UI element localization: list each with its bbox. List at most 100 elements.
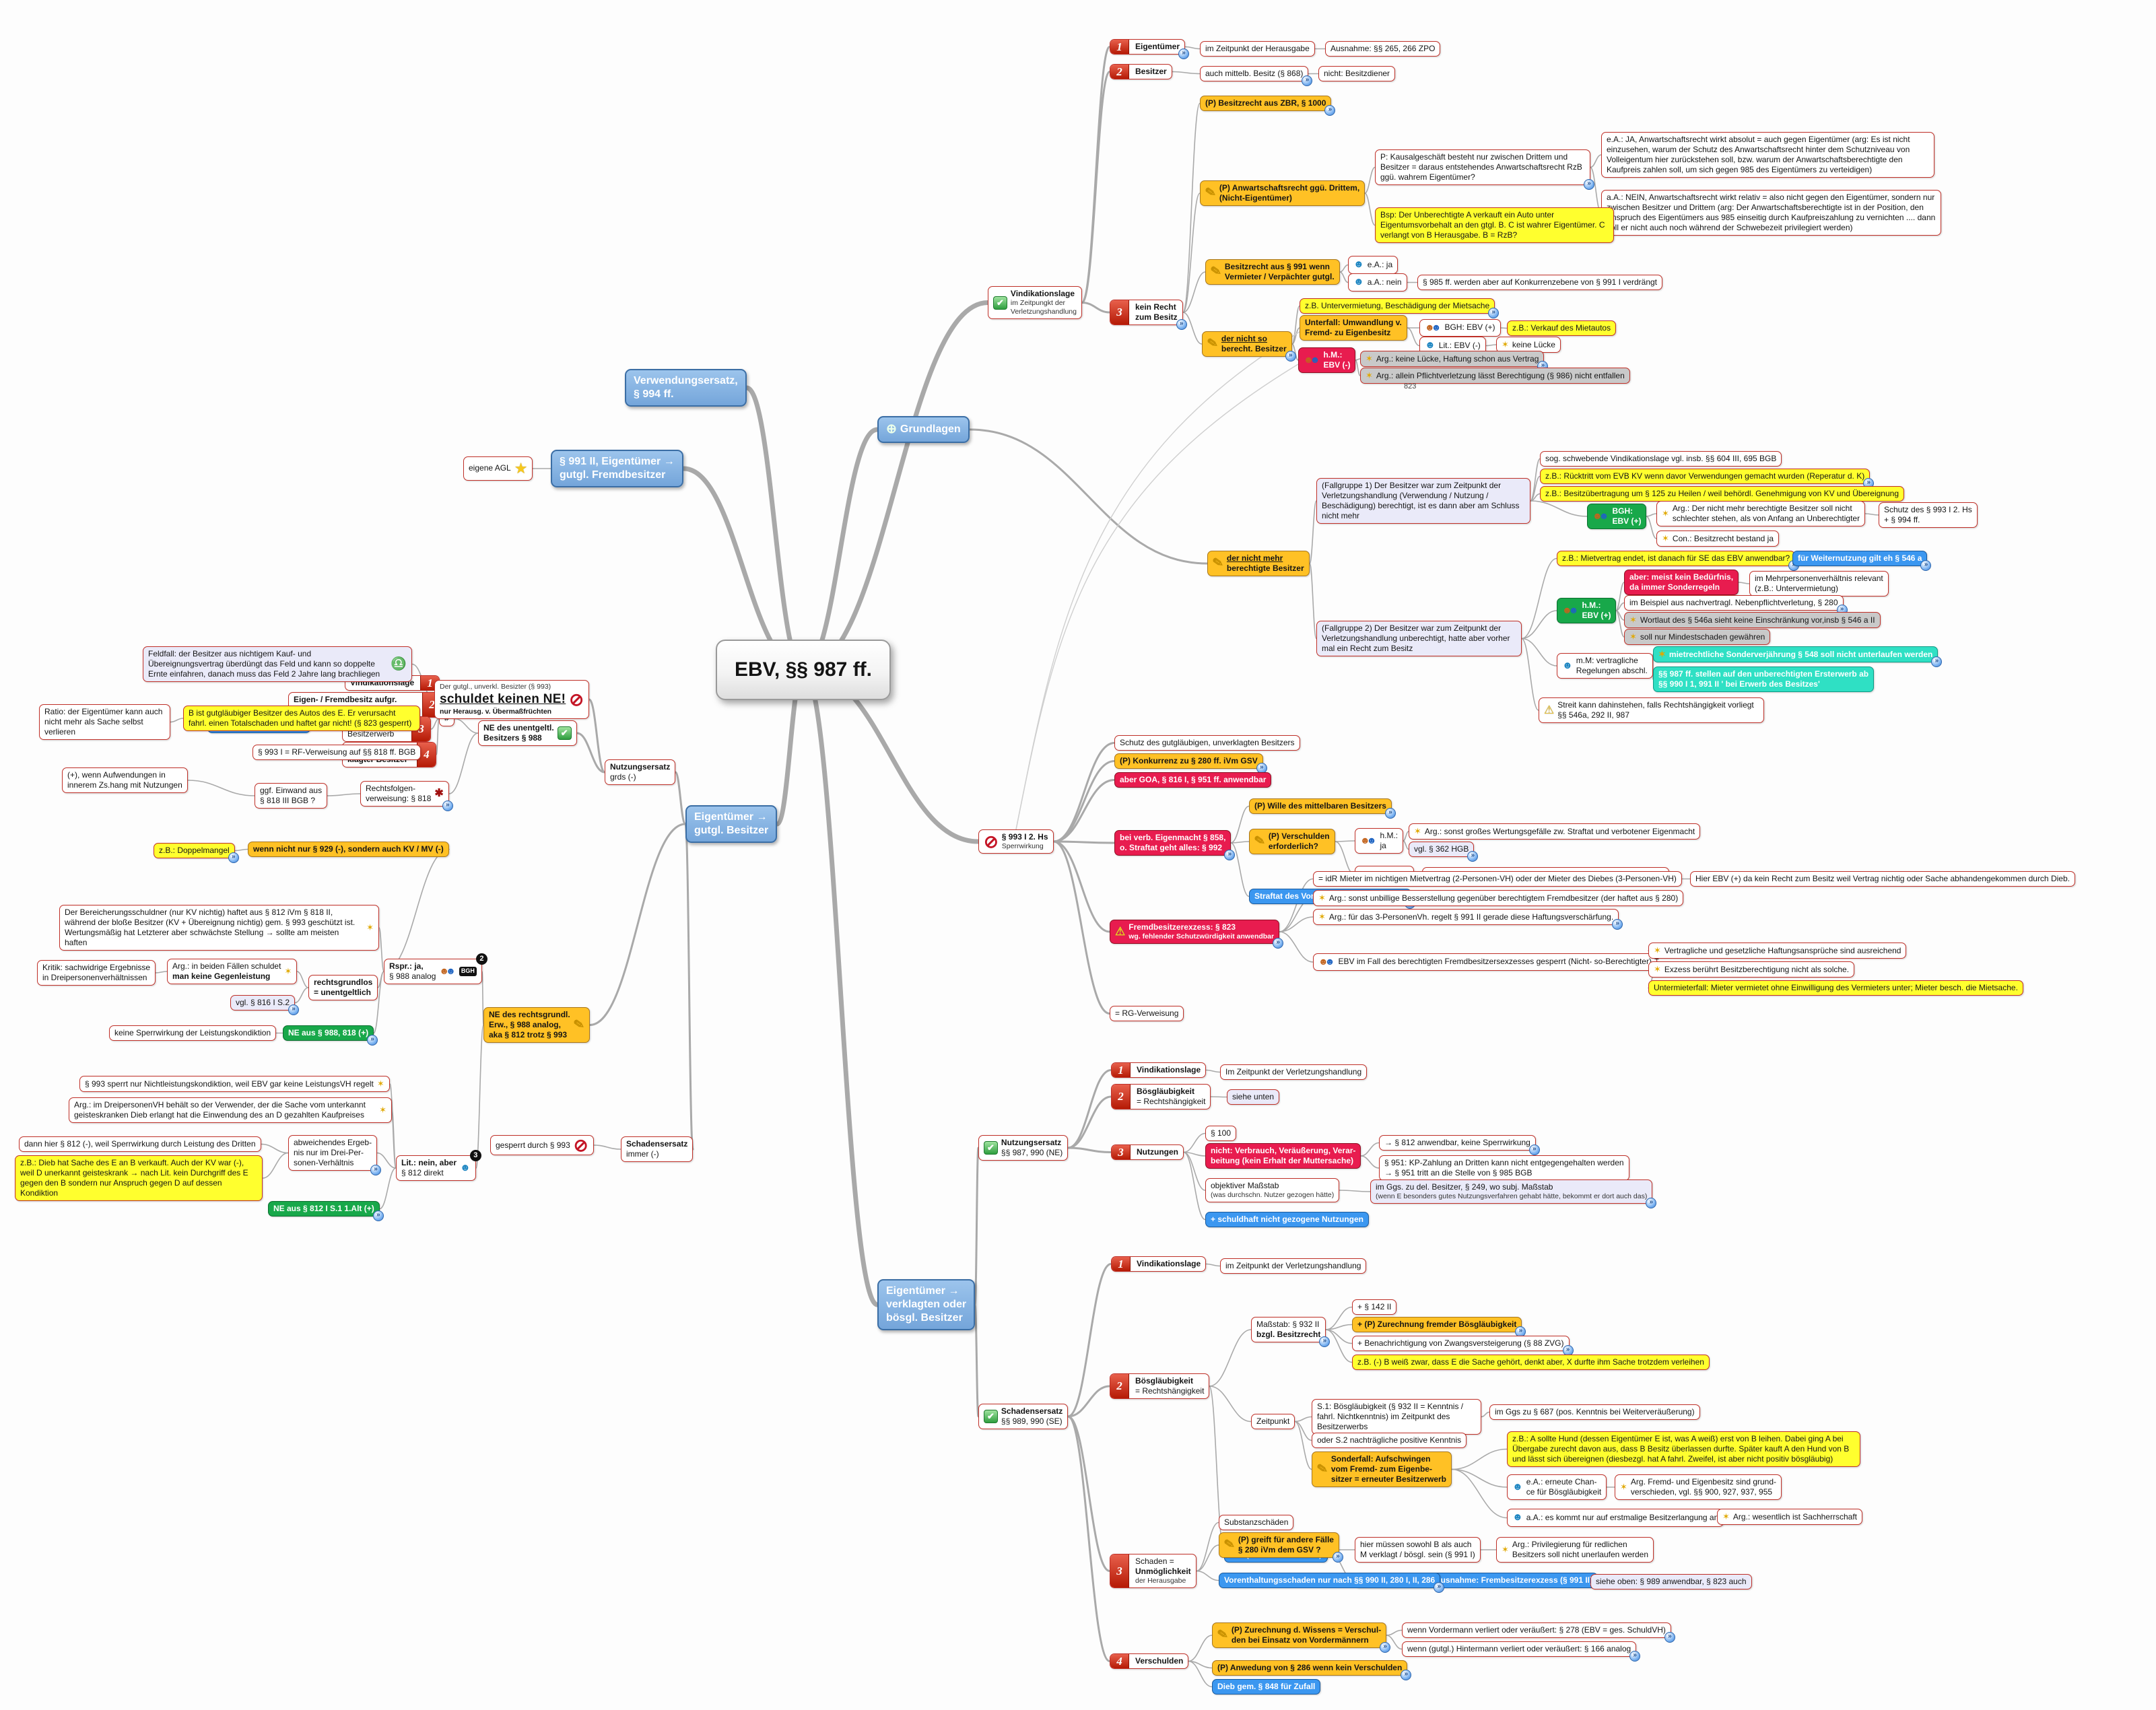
b991-ea[interactable]: ☻e.A.: ja: [1348, 256, 1399, 274]
fg2-mm2[interactable]: §§ 987 ff. stellen auf den unberechtigte…: [1653, 666, 1875, 692]
unterfall[interactable]: Unterfall: Umwandlung v.Fremd- zu Eigenb…: [1300, 315, 1407, 341]
fg2-hm4[interactable]: ✶soll nur Mindestschaden gewähren: [1624, 629, 1771, 646]
verwendungsersatz[interactable]: Verwendungsersatz,§ 994 ff.: [625, 369, 747, 407]
b991-aa2[interactable]: § 985 ff. werden aber auf Konkurrenzeben…: [1417, 275, 1663, 290]
bgut[interactable]: B ist gutgläubiger Besitzer des Autos de…: [183, 706, 420, 731]
fg1-bgh2[interactable]: ✶Con.: Besitzrecht bestand ja: [1656, 531, 1779, 547]
se4a1[interactable]: wenn Vordermann verliert oder veräußert:…: [1402, 1622, 1675, 1643]
fg1-bgh[interactable]: ☻☻BGH:EBV (+): [1587, 504, 1647, 529]
gesperrt[interactable]: gesperrt durch § 993⊘: [490, 1135, 594, 1155]
fg2-warn[interactable]: ⚠Streit kann dahinstehen, falls Rechtshä…: [1539, 697, 1764, 723]
keinne[interactable]: Der gutgl., unverkl. Besizter (§ 993)sch…: [434, 680, 590, 719]
lit1[interactable]: § 993 sperrt nur Nichtleistungskondiktio…: [79, 1076, 390, 1093]
n3c1[interactable]: im Ggs. zu del. Besitzer, § 249, wo subj…: [1370, 1179, 1657, 1209]
fbe1a[interactable]: Hier EBV (+) da kein Recht zum Besitz we…: [1690, 871, 2075, 887]
fg1-bgh1a[interactable]: Schutz des § 993 I 2. Hs+ § 994 ff.: [1879, 502, 1978, 528]
n3c[interactable]: objektiver Maßstab(was durchschn. Nutzer…: [1205, 1178, 1340, 1203]
fg2-hm1[interactable]: aber: meist kein Bedürfnis,da immer Sond…: [1624, 570, 1739, 595]
se2b[interactable]: Zeitpunkt: [1251, 1414, 1295, 1429]
s4b-hm[interactable]: ☻☻h.M.:ja: [1355, 828, 1404, 854]
v2b[interactable]: nicht: Besitzdiener: [1318, 66, 1396, 81]
awr-aa[interactable]: a.A.: NEIN, Anwartschaftsrecht wirkt rel…: [1601, 190, 1941, 236]
grundlagen[interactable]: ⊕Grundlagen: [877, 416, 970, 443]
s4b-hm1[interactable]: ✶Arg.: sonst großes Wertungsgefälle zw. …: [1409, 823, 1701, 840]
abw1[interactable]: dann hier § 812 (-), weil Sperrwirkung d…: [19, 1136, 261, 1152]
expand-icon[interactable]: »: [1488, 308, 1500, 318]
dopp[interactable]: z.B.: Doppelmangel»: [154, 843, 239, 863]
fbe4c[interactable]: Untermieterfall: Mieter vermietet ohne E…: [1648, 980, 2023, 996]
v2a[interactable]: auch mittelb. Besitz (§ 868)»: [1200, 66, 1313, 86]
rgl2[interactable]: vgl. § 816 I S.2»: [230, 995, 300, 1015]
nerg[interactable]: NE des rechtsgrundl.Erw., § 988 analog,a…: [483, 1007, 590, 1043]
expand-icon[interactable]: »: [1515, 1326, 1526, 1337]
rgl[interactable]: rechtsgrundlos= unentgeltlich: [308, 975, 378, 1000]
se2b3c1[interactable]: ✶Arg.: wesentlich ist Sachherrschaft: [1717, 1509, 1862, 1526]
se3b[interactable]: ✎(P) greift für andere Fälle§ 280 iVm de…: [1219, 1532, 1343, 1563]
expand-icon[interactable]: »: [1380, 1642, 1391, 1653]
zbr[interactable]: (P) Besitzrecht aus ZBR, § 1000»: [1200, 96, 1336, 116]
dnsb-zb[interactable]: z.B. Untervermietung, Beschädigung der M…: [1300, 298, 1500, 318]
s2[interactable]: (P) Konkurrenz zu § 280 ff. iVm GSV»: [1114, 753, 1267, 774]
se3a[interactable]: Substanzschäden: [1219, 1515, 1294, 1530]
fbe3[interactable]: ✶Arg.: für das 3-PersonenVh. regelt § 99…: [1313, 909, 1623, 930]
fg1-a[interactable]: sog. schwebende Vindikationslage vgl. in…: [1540, 451, 1782, 467]
se2b3c[interactable]: ☻a.A.: es kommt nur auf erstmalige Besit…: [1507, 1509, 1724, 1527]
egb[interactable]: Eigentümer →gutgl. Besitzer: [685, 805, 778, 843]
fbe4a[interactable]: ✶Vertragliche und gesetzliche Haftungsan…: [1648, 943, 1907, 959]
expand-icon[interactable]: »: [1224, 850, 1236, 860]
expand-icon[interactable]: »: [372, 1210, 384, 1221]
expand-icon[interactable]: »: [1324, 105, 1336, 116]
root[interactable]: EBV, §§ 987 ff.: [716, 640, 891, 700]
fg2-zb[interactable]: z.B.: Mietvertrag endet, ist danach für …: [1557, 551, 1800, 571]
se1a[interactable]: im Zeitpunkt der Verletzungshandlung: [1220, 1258, 1367, 1274]
fg1[interactable]: (Fallgruppe 1) Der Besitzer war zum Zeit…: [1316, 478, 1530, 524]
expand-icon[interactable]: »: [1467, 851, 1479, 862]
se2b1a[interactable]: im Ggs zu § 687 (pos. Kenntnis bei Weite…: [1489, 1404, 1700, 1420]
n3b2[interactable]: § 951: KP-Zahlung an Dritten kann nicht …: [1379, 1155, 1629, 1181]
expand-icon[interactable]: »: [1273, 938, 1284, 949]
b991-aa[interactable]: ☻a.A.: nein: [1348, 273, 1407, 292]
se2b3a[interactable]: z.B.: A sollte Hund (dessen Eigentümer E…: [1507, 1431, 1860, 1467]
rfv[interactable]: Rechtsfolgen-verweisung: § 818✱»: [360, 781, 453, 811]
ne988g1[interactable]: keine Sperrwirkung der Leistungskondikti…: [109, 1025, 277, 1041]
se4b[interactable]: (P) Anwedung von § 286 wenn kein Verschu…: [1212, 1660, 1412, 1680]
expand-icon[interactable]: »: [1646, 1198, 1657, 1209]
expand-icon[interactable]: »: [1629, 1651, 1641, 1662]
ne988[interactable]: NE des unentgeltl.Besitzers § 988✔: [478, 720, 577, 746]
fbe4[interactable]: ☻☻EBV im Fall des berechtigten Fremdbesi…: [1313, 948, 1662, 971]
expand-icon[interactable]: »: [1178, 48, 1190, 60]
fg1-bgh1[interactable]: ✶Arg.: Der nicht mehr berechtigte Besitz…: [1656, 501, 1866, 526]
expand-icon[interactable]: »: [1528, 1144, 1540, 1155]
se2b2[interactable]: oder S.2 nachträgliche positive Kenntnis: [1312, 1433, 1467, 1448]
hm2[interactable]: ✶Arg.: allein Pflichtverletzung lässt Be…: [1360, 368, 1630, 384]
abw[interactable]: abweichendes Ergeb-nis nur im Drei-Per-s…: [288, 1135, 382, 1175]
expand-icon[interactable]: »: [1332, 1552, 1343, 1563]
se4a[interactable]: ✎(P) Zurechnung d. Wissens = Verschul-de…: [1212, 1622, 1391, 1653]
awr-ea[interactable]: e.A.: JA, Anwartschaftsrecht wirkt absol…: [1601, 132, 1934, 178]
fg1-c[interactable]: z.B.: Besitzübertragung um § 125 zu Heil…: [1540, 486, 1904, 502]
awr-bsp[interactable]: Bsp: Der Unberechtigte A verkauft ein Au…: [1375, 207, 1614, 243]
fg2-zb2[interactable]: für Weiternutzung gilt eh § 546 a»: [1792, 551, 1932, 571]
eigene-agl[interactable]: eigene AGL★: [463, 456, 533, 481]
hm-ebv-neg[interactable]: ☻☻h.M.:EBV (-): [1298, 347, 1356, 373]
expand-icon[interactable]: »: [1612, 919, 1623, 930]
expand-icon[interactable]: »: [1319, 1336, 1330, 1347]
expand-icon[interactable]: »: [1584, 179, 1594, 190]
se4a2[interactable]: wenn (gutgl.) Hintermann verliert oder v…: [1402, 1641, 1641, 1662]
expand-icon[interactable]: »: [370, 1165, 382, 1175]
rfv1[interactable]: ggf. Einwand aus§ 818 III BGB ?: [255, 783, 328, 809]
expand-icon[interactable]: »: [1285, 351, 1296, 362]
fg2-hm2[interactable]: im Beispiel aus nachvertragl. Nebenpflic…: [1624, 595, 1848, 615]
uf-lit2[interactable]: ✶keine Lücke: [1496, 337, 1561, 353]
